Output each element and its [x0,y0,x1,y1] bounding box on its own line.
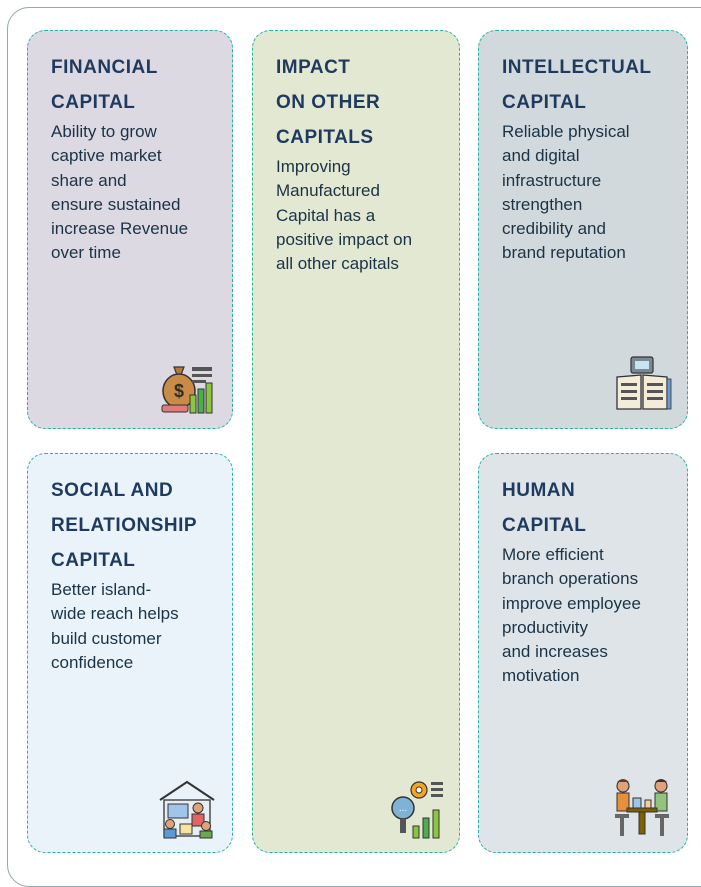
community-house-icon [156,778,218,840]
social-relationship-capital-card: SOCIAL AND RELATIONSHIP CAPITAL Better i… [27,453,233,853]
human-capital-card: HUMAN CAPITAL More efficient branch oper… [478,453,688,853]
financial-capital-card: FINANCIAL CAPITAL Ability to grow captiv… [27,30,233,429]
svg-text:...: ... [399,803,407,814]
book-computer-icon [611,353,673,415]
search-gear-growth-icon: ... [385,778,447,840]
social-relationship-capital-body: Better island- wide reach helps build cu… [51,580,179,672]
social-relationship-capital-title: SOCIAL AND RELATIONSHIP CAPITAL [51,480,198,571]
svg-text:$: $ [174,381,184,401]
people-meeting-icon [611,776,673,838]
intellectual-capital-body: Reliable physical and digital infrastruc… [502,122,630,263]
intellectual-capital-card: INTELLECTUAL CAPITAL Reliable physical a… [478,30,688,429]
impact-title: IMPACT ON OTHER CAPITALS [276,57,381,148]
money-bag-chart-icon: $ [156,353,218,415]
human-capital-title: HUMAN CAPITAL [502,480,587,536]
impact-body: Improving Manufactured Capital has a pos… [276,157,413,274]
intellectual-capital-title: INTELLECTUAL CAPITAL [502,57,652,113]
impact-on-other-capitals-card: IMPACT ON OTHER CAPITALS Improving Manuf… [252,30,460,853]
financial-capital-title: FINANCIAL CAPITAL [51,57,158,113]
human-capital-body: More efficient branch operations improve… [502,545,641,686]
financial-capital-body: Ability to grow captive market share and… [51,122,189,263]
